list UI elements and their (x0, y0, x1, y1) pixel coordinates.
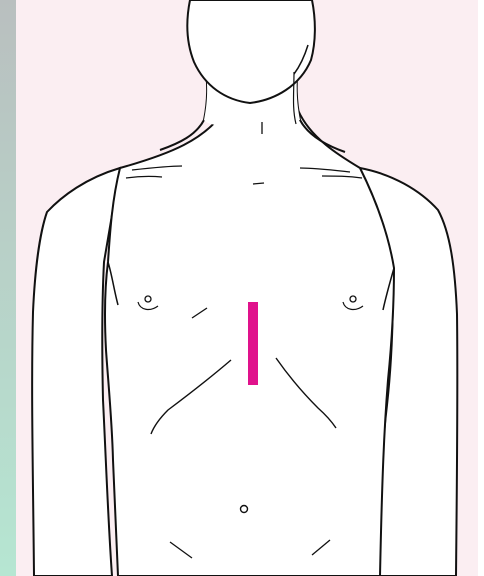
incision-marker (248, 302, 258, 385)
